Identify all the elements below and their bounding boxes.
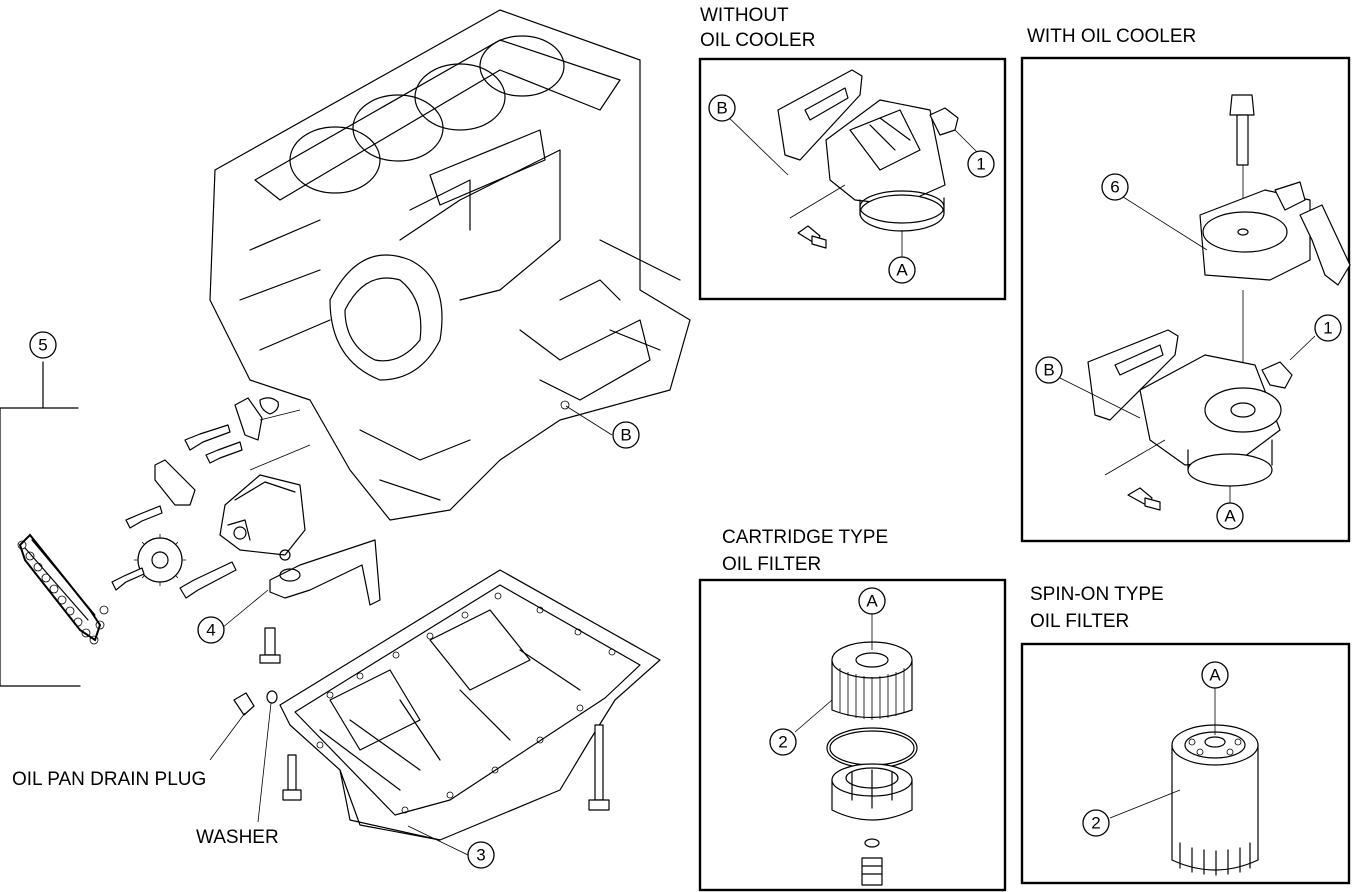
svg-text:1: 1 [1323,319,1332,338]
leader-lines [209,405,613,856]
caption-cartridge-type-1: CARTRIDGE TYPE [722,527,888,548]
panel-with-oil-cooler: WITH OIL COOLER [1020,26,1351,543]
caption-spin-on-type-1: SPIN-ON TYPE [1030,584,1164,605]
panel-spin-on-type-oil-filter: SPIN-ON TYPE OIL FILTER [1020,584,1351,885]
label-oil-pan-drain-plug: OIL PAN DRAIN PLUG [12,769,206,790]
svg-text:3: 3 [476,846,485,865]
callout-a-with: A [1216,502,1244,530]
svg-text:A: A [1209,666,1221,685]
caption-with-oil-cooler: WITH OIL COOLER [1027,26,1196,47]
callout-2-spin-on: 2 [1082,809,1110,837]
svg-text:A: A [866,592,878,611]
callout-1-with: 1 [1314,314,1342,342]
caption-cartridge-type-2: OIL FILTER [722,554,821,575]
svg-text:5: 5 [38,336,47,355]
svg-text:B: B [1043,361,1054,380]
callout-a-spin-on: A [1201,661,1229,689]
oil-pan [233,569,661,841]
svg-text:A: A [1224,507,1236,526]
svg-text:6: 6 [1110,178,1119,197]
caption-without-oil-cooler-1: WITHOUT [700,5,789,26]
callout-b-without: B [708,94,736,122]
label-washer: WASHER [196,827,279,848]
svg-text:A: A [896,261,908,280]
callout-b-with: B [1035,356,1063,384]
svg-text:B: B [620,426,631,445]
callout-2-cartridge: 2 [769,728,797,756]
callout-1-without: 1 [967,150,995,178]
caption-without-oil-cooler-2: OIL COOLER [700,30,815,51]
callout-5: 5 [29,331,57,359]
frame-with-oil-cooler [1020,56,1351,543]
svg-text:2: 2 [1091,814,1100,833]
svg-text:1: 1 [976,155,985,174]
panel-cartridge-type-oil-filter: CARTRIDGE TYPE OIL FILTER [698,527,1007,892]
caption-spin-on-type-2: OIL FILTER [1030,611,1129,632]
svg-text:2: 2 [778,733,787,752]
frame-without-oil-cooler [698,57,1007,301]
callout-3: 3 [467,841,495,869]
engine-block [209,9,691,521]
callout-a-without: A [888,256,916,284]
callout-a-cartridge: A [858,587,886,615]
svg-text:4: 4 [206,621,215,640]
frame-cartridge-type [698,578,1007,892]
oil-pump-chain-group [0,361,381,687]
callout-6: 6 [1101,173,1129,201]
callout-4: 4 [197,616,225,644]
frame-spin-on-type [1020,642,1351,885]
svg-text:B: B [716,99,727,118]
callout-b-main: B [612,421,640,449]
panel-without-oil-cooler: WITHOUT OIL COOLER [698,5,1007,301]
